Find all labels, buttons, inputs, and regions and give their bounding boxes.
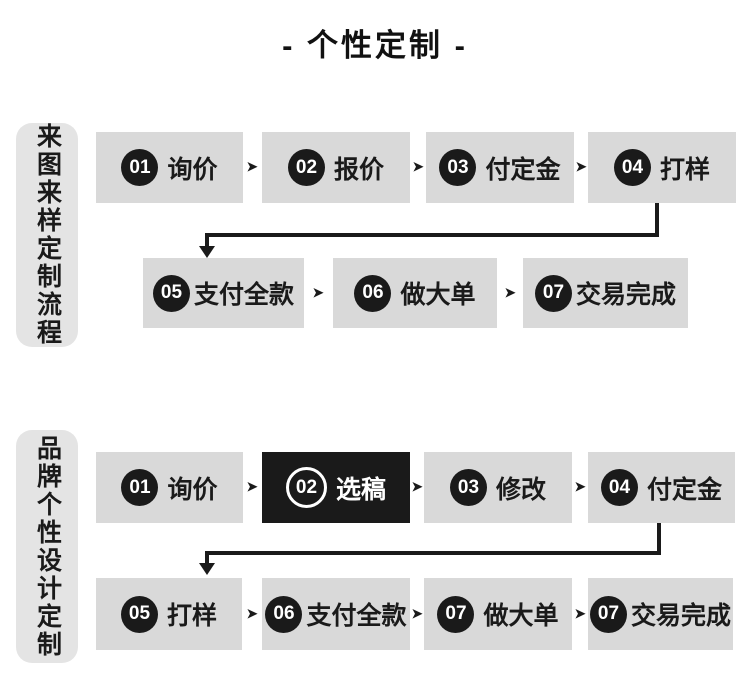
step-label: 付定金 <box>646 475 722 504</box>
connector-line <box>655 203 659 237</box>
down-arrow-icon <box>199 563 215 575</box>
step-pay-full: 05 支付全款 <box>143 258 304 328</box>
step-inquiry-2: 01 询价 <box>96 452 243 523</box>
step-number-badge: 02 <box>285 467 327 508</box>
step-label: 做大单 <box>400 281 476 309</box>
step-deal-done: 07 交易完成 <box>523 258 688 328</box>
step-bulk-order: 06 做大单 <box>333 258 497 328</box>
step-number-badge: 03 <box>449 469 487 506</box>
page-title: - 个性定制 - <box>282 28 468 63</box>
down-arrow-icon <box>199 246 215 258</box>
sidebar-label: 品牌个性设计定制 <box>33 434 62 659</box>
right-arrow-icon: ➤ <box>503 284 517 302</box>
step-label: 修改 <box>495 475 546 504</box>
step-sampling-2: 05 打样 <box>96 578 242 650</box>
step-number-badge: 03 <box>439 149 477 186</box>
step-number-badge: 04 <box>600 469 638 506</box>
right-arrow-icon: ➤ <box>245 158 259 176</box>
step-number-badge: 06 <box>265 595 303 633</box>
right-arrow-icon: ➤ <box>410 605 424 623</box>
connector-line <box>205 551 661 555</box>
step-label: 打样 <box>166 602 217 630</box>
step-number-badge: 07 <box>589 595 627 633</box>
step-number-badge: 07 <box>534 274 572 312</box>
right-arrow-icon: ➤ <box>245 605 259 623</box>
right-arrow-icon: ➤ <box>245 478 259 496</box>
step-label: 询价 <box>167 475 218 504</box>
step-number-badge: 06 <box>354 274 392 312</box>
step-label: 选稿 <box>335 475 386 504</box>
step-label: 做大单 <box>483 602 559 630</box>
connector-line <box>205 551 209 565</box>
step-bulk-order-2: 07 做大单 <box>424 578 572 650</box>
connector-line <box>205 233 659 237</box>
step-label: 支付全款 <box>193 281 294 309</box>
sidebar-section-1: 来图来样定制流程 <box>16 123 78 347</box>
step-label: 打样 <box>659 155 710 184</box>
step-number-badge: 02 <box>287 149 325 186</box>
connector-line <box>657 523 661 555</box>
step-inquiry-1: 01 询价 <box>96 132 243 203</box>
step-revise: 03 修改 <box>424 452 572 523</box>
step-label: 交易完成 <box>630 602 731 630</box>
step-number-badge: 01 <box>121 469 159 506</box>
right-arrow-icon: ➤ <box>573 605 587 623</box>
step-label: 支付全款 <box>306 602 407 630</box>
right-arrow-icon: ➤ <box>574 158 588 176</box>
right-arrow-icon: ➤ <box>411 158 425 176</box>
step-pay-deposit-1: 03 付定金 <box>426 132 574 203</box>
right-arrow-icon: ➤ <box>410 478 424 496</box>
step-pay-full-2: 06 支付全款 <box>262 578 410 650</box>
step-number-badge: 05 <box>120 595 158 633</box>
step-deal-done-2: 07 交易完成 <box>588 578 733 650</box>
step-label: 交易完成 <box>575 281 676 309</box>
sidebar-section-2: 品牌个性设计定制 <box>16 430 78 663</box>
sidebar-label: 来图来样定制流程 <box>33 123 62 347</box>
step-quote: 02 报价 <box>262 132 410 203</box>
connector-line <box>205 233 209 248</box>
step-sampling-1: 04 打样 <box>588 132 736 203</box>
step-label: 付定金 <box>485 155 561 184</box>
step-number-badge: 04 <box>613 149 651 186</box>
step-label: 询价 <box>167 155 218 184</box>
step-number-badge: 01 <box>121 149 159 186</box>
step-label: 报价 <box>333 155 384 184</box>
right-arrow-icon: ➤ <box>573 478 587 496</box>
step-select-draft-highlighted: 02 选稿 <box>262 452 410 523</box>
step-pay-deposit-2: 04 付定金 <box>588 452 735 523</box>
step-number-badge: 07 <box>437 595 475 633</box>
right-arrow-icon: ➤ <box>311 284 325 302</box>
step-number-badge: 05 <box>152 274 190 312</box>
